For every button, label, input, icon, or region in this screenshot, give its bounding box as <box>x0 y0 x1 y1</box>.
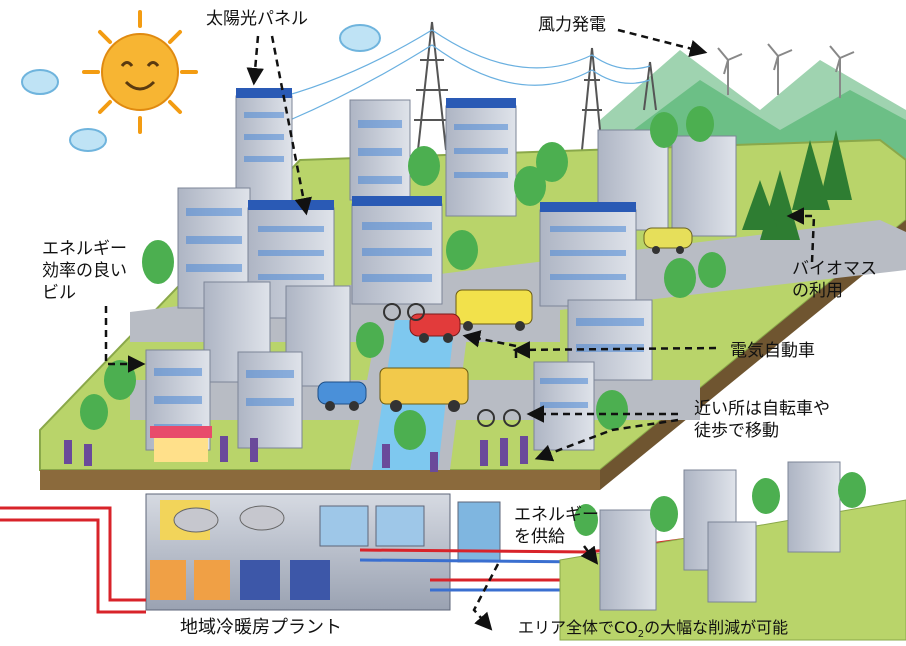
label-energy-supply: エネルギー を供給 <box>514 505 599 547</box>
annotation-arrows <box>104 28 816 631</box>
co2-formula: CO <box>614 618 638 637</box>
people-icons <box>64 436 528 472</box>
power-lines <box>269 21 657 151</box>
label-bicycle-walk: 近い所は自転車や 徒歩で移動 <box>694 399 830 441</box>
label-solar-panel: 太陽光パネル <box>206 9 308 29</box>
wind-turbine-icons <box>717 43 855 98</box>
car-icon <box>317 227 693 405</box>
cloud-icon <box>21 24 381 152</box>
market-stall-icon <box>150 426 212 462</box>
label-efficient-building: エネルギー 効率の良い ビル <box>42 239 127 303</box>
sun-icon <box>82 10 198 134</box>
co2-subscript: 2 <box>637 629 645 641</box>
co2-prefix: エリア全体で <box>518 618 615 637</box>
label-wind-power: 風力発電 <box>538 15 606 35</box>
label-dhc-plant: 地域冷暖房プラント <box>180 617 342 638</box>
vehicle-icons <box>317 227 693 427</box>
label-co2-reduction: エリア全体でCO2の大幅な削減が可能 <box>518 617 788 646</box>
co2-suffix: の大幅な削減が可能 <box>644 618 789 637</box>
label-biomass: バイオマス の利用 <box>792 259 877 301</box>
bus-icon <box>379 289 533 405</box>
bicycle-icon <box>383 303 521 427</box>
district-buildings <box>559 461 906 641</box>
label-electric-vehicle: 電気自動車 <box>730 341 815 361</box>
